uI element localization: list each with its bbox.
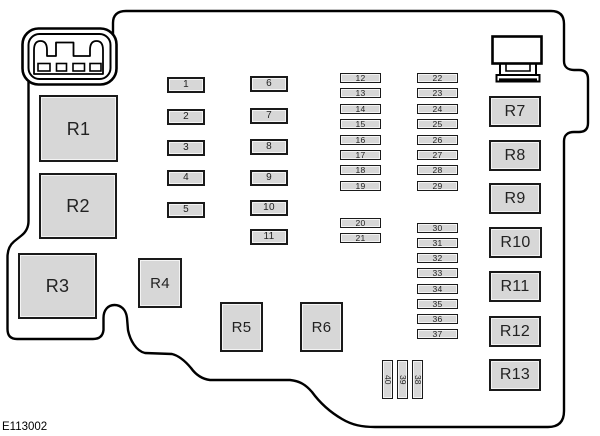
fuse-30: 30 bbox=[417, 223, 458, 233]
fuse-15: 15 bbox=[340, 119, 381, 129]
fuse-36: 36 bbox=[417, 314, 458, 324]
fuse-4: 4 bbox=[167, 170, 205, 186]
fuse-11: 11 bbox=[250, 229, 288, 245]
fuse-5: 5 bbox=[167, 202, 205, 218]
fuse-1: 1 bbox=[167, 77, 205, 93]
relay-R10: R10 bbox=[489, 227, 542, 258]
fuse-17: 17 bbox=[340, 150, 381, 160]
fuse-34: 34 bbox=[417, 284, 458, 294]
fuse-14: 14 bbox=[340, 104, 381, 114]
relay-R3: R3 bbox=[18, 253, 97, 319]
relay-R11: R11 bbox=[489, 271, 541, 302]
4-pin-connector-icon bbox=[21, 27, 118, 86]
relay-R1: R1 bbox=[39, 95, 118, 162]
fuse-26: 26 bbox=[417, 135, 458, 145]
fuse-20: 20 bbox=[340, 218, 381, 228]
fuse-40: 40 bbox=[382, 360, 393, 399]
fuse-31: 31 bbox=[417, 238, 458, 248]
relay-R7: R7 bbox=[489, 96, 541, 127]
fuse-28: 28 bbox=[417, 165, 458, 175]
fuse-25: 25 bbox=[417, 119, 458, 129]
fuse-22: 22 bbox=[417, 73, 458, 83]
fuse-7: 7 bbox=[250, 108, 288, 124]
fuse-9: 9 bbox=[250, 170, 288, 186]
fuse-23: 23 bbox=[417, 88, 458, 98]
fuse-24: 24 bbox=[417, 104, 458, 114]
relay-R2: R2 bbox=[39, 173, 117, 239]
fuse-33: 33 bbox=[417, 268, 458, 278]
fuse-13: 13 bbox=[340, 88, 381, 98]
relay-R12: R12 bbox=[489, 316, 541, 347]
connector-castellation bbox=[33, 40, 104, 75]
fuse-21: 21 bbox=[340, 233, 381, 243]
fuse-10: 10 bbox=[250, 200, 288, 216]
relay-socket-icon bbox=[491, 35, 543, 83]
relay-R9: R9 bbox=[489, 183, 541, 214]
fuse-37: 37 bbox=[417, 329, 458, 339]
fuse-38: 38 bbox=[412, 360, 423, 399]
fuse-32: 32 bbox=[417, 253, 458, 263]
fuse-27: 27 bbox=[417, 150, 458, 160]
fuse-18: 18 bbox=[340, 165, 381, 175]
fuse-8: 8 bbox=[250, 139, 288, 155]
fuse-12: 12 bbox=[340, 73, 381, 83]
relay-R4: R4 bbox=[138, 258, 182, 308]
fuse-6: 6 bbox=[250, 76, 288, 92]
fuse-29: 29 bbox=[417, 181, 458, 191]
relay-R13: R13 bbox=[489, 359, 541, 391]
fuse-35: 35 bbox=[417, 299, 458, 309]
fuse-39: 39 bbox=[397, 360, 408, 399]
fuse-16: 16 bbox=[340, 135, 381, 145]
figure-code-label: E113002 bbox=[2, 421, 48, 433]
connector-terminals bbox=[37, 62, 102, 72]
relay-R5: R5 bbox=[220, 302, 263, 352]
relay-R6: R6 bbox=[300, 302, 343, 352]
relay-R8: R8 bbox=[489, 140, 541, 171]
fuse-19: 19 bbox=[340, 181, 381, 191]
fuse-2: 2 bbox=[167, 109, 205, 125]
fuse-3: 3 bbox=[167, 140, 205, 156]
